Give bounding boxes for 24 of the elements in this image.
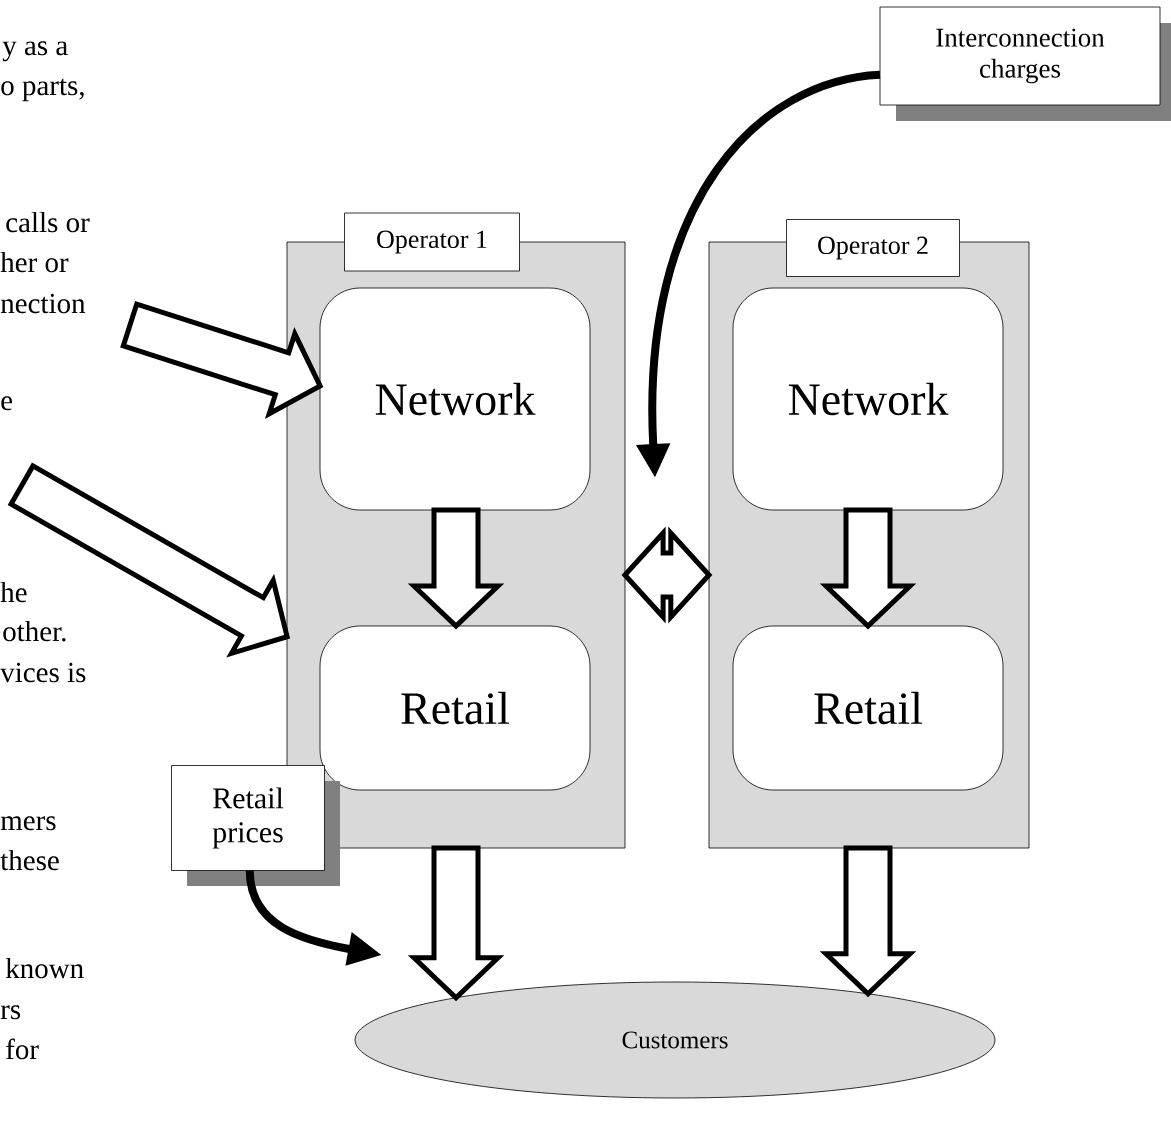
text-fragment: o parts,	[1, 78, 84, 102]
text-fragment: known	[5, 957, 84, 979]
rounded-box: Retail	[732, 625, 1004, 791]
block-arrow	[819, 507, 917, 630]
text-fragment: these	[0, 849, 59, 871]
block-arrow	[407, 845, 505, 1002]
text-fragment: rs	[0, 1005, 21, 1020]
rounded-box: Network	[319, 287, 591, 511]
text-fragment: mers	[0, 816, 56, 831]
text-fragment: for	[6, 1038, 39, 1060]
text-fragment: vices is	[0, 662, 86, 683]
text-fragment: calls or	[6, 211, 90, 233]
shadowed-box: Retail prices	[171, 765, 340, 886]
rounded-box: Retail	[319, 625, 591, 791]
text-fragment: e	[1, 396, 13, 411]
block-arrow	[819, 845, 917, 998]
text-fragment: y as a	[2, 41, 68, 62]
rounded-box: Network	[732, 287, 1004, 511]
text-fragment: he	[0, 581, 27, 603]
shadowed-box: Interconnection charges	[879, 6, 1171, 121]
text-fragment: other.	[3, 620, 66, 642]
block-arrow	[407, 507, 505, 630]
text-fragment: her or	[0, 251, 69, 273]
text-fragment: nection	[0, 293, 86, 314]
